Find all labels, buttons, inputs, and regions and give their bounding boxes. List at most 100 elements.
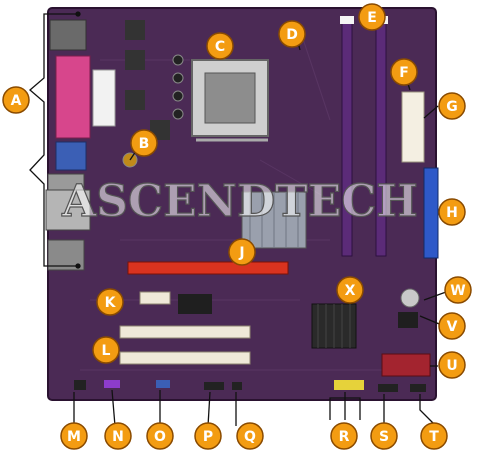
callout-label: A xyxy=(11,93,22,109)
callout-circle xyxy=(130,129,158,157)
callout-g: G xyxy=(438,92,466,120)
callout-label: T xyxy=(429,429,439,445)
callout-label: D xyxy=(286,27,298,43)
callout-label: U xyxy=(446,358,457,374)
callout-k: K xyxy=(96,288,124,316)
callout-label: J xyxy=(238,245,244,261)
callout-circle xyxy=(390,58,418,86)
callout-p: P xyxy=(194,422,222,450)
callout-e: E xyxy=(358,3,386,31)
callout-d: D xyxy=(278,20,306,48)
pcie-x16-slot xyxy=(127,261,289,275)
sata-ports xyxy=(381,353,431,377)
pci-slot-2 xyxy=(119,351,251,365)
io-lan-port xyxy=(45,189,91,231)
callout-f: F xyxy=(390,58,418,86)
callout-circle xyxy=(420,422,448,450)
callout-s: S xyxy=(370,422,398,450)
callout-circle xyxy=(278,20,306,48)
header-o xyxy=(156,380,170,388)
callout-v: V xyxy=(438,312,466,340)
callout-label: N xyxy=(112,429,124,445)
callout-label: F xyxy=(399,65,409,81)
southbridge-fins xyxy=(317,304,351,348)
callout-label: W xyxy=(450,283,465,299)
io-ps2-ports xyxy=(49,19,87,51)
callout-label: P xyxy=(203,429,213,445)
callout-circle xyxy=(438,351,466,379)
callout-label: O xyxy=(154,429,166,445)
callout-circle xyxy=(60,422,88,450)
callout-circle xyxy=(370,422,398,450)
callout-label: G xyxy=(446,99,458,115)
callout-l: L xyxy=(92,336,120,364)
callout-w: W xyxy=(444,276,472,304)
callout-t: T xyxy=(420,422,448,450)
callout-label: C xyxy=(215,39,225,55)
callout-label: Q xyxy=(244,429,256,445)
header-n xyxy=(104,380,120,388)
callout-n: N xyxy=(104,422,132,450)
callout-circle xyxy=(228,238,256,266)
callout-x: X xyxy=(336,276,364,304)
callout-a: A xyxy=(2,86,30,114)
callout-circle xyxy=(96,288,124,316)
callout-label: B xyxy=(139,136,150,152)
header-p xyxy=(204,382,224,390)
dimm-clip-1 xyxy=(340,16,354,24)
callout-label: V xyxy=(447,319,458,335)
callout-c: C xyxy=(206,32,234,60)
heatsink-fins xyxy=(249,192,299,248)
callout-circle xyxy=(330,422,358,450)
atx-power-connector xyxy=(401,91,425,163)
header-q xyxy=(232,382,242,390)
header-m xyxy=(74,380,86,390)
callout-m: M xyxy=(60,422,88,450)
super-io-chip xyxy=(178,294,212,314)
callout-r: R xyxy=(330,422,358,450)
callout-circle xyxy=(444,276,472,304)
cpu-socket-inner xyxy=(204,72,256,124)
callout-circle xyxy=(206,32,234,60)
callout-circle xyxy=(438,198,466,226)
callout-label: R xyxy=(339,429,350,445)
callout-label: H xyxy=(446,205,458,221)
callout-markers: A B C D E F G H J K L M N O P Q R S T U V W X xyxy=(2,3,472,450)
pci-slot-1 xyxy=(119,325,251,339)
callout-circle xyxy=(104,422,132,450)
callout-q: Q xyxy=(236,422,264,450)
callout-o: O xyxy=(146,422,174,450)
cmos-battery xyxy=(400,288,420,308)
callout-h: H xyxy=(438,198,466,226)
callout-circle xyxy=(236,422,264,450)
header-s xyxy=(378,384,398,392)
callout-label: K xyxy=(105,295,117,311)
callout-circle xyxy=(92,336,120,364)
callout-circle xyxy=(2,86,30,114)
pcie-x1-slot xyxy=(139,291,171,305)
bios-chip xyxy=(398,312,418,328)
callout-circle xyxy=(438,312,466,340)
vrm-chokes xyxy=(125,20,170,140)
callout-label: E xyxy=(367,10,377,26)
io-serial-port xyxy=(55,141,87,171)
barcode-sticker xyxy=(92,69,116,127)
callout-b: B xyxy=(130,129,158,157)
ide-connector xyxy=(423,167,439,259)
callout-label: M xyxy=(67,429,81,445)
callout-circle xyxy=(194,422,222,450)
io-parallel-port xyxy=(55,55,91,139)
header-t xyxy=(410,384,426,392)
header-r xyxy=(334,380,364,390)
callout-circle xyxy=(146,422,174,450)
callout-circle xyxy=(336,276,364,304)
callout-circle xyxy=(438,92,466,120)
callout-j: J xyxy=(228,238,256,266)
watermark-text: ASCENDTECH xyxy=(61,176,418,227)
callout-label: X xyxy=(345,283,356,299)
callout-u: U xyxy=(438,351,466,379)
callout-label: L xyxy=(102,343,111,359)
callout-circle xyxy=(358,3,386,31)
